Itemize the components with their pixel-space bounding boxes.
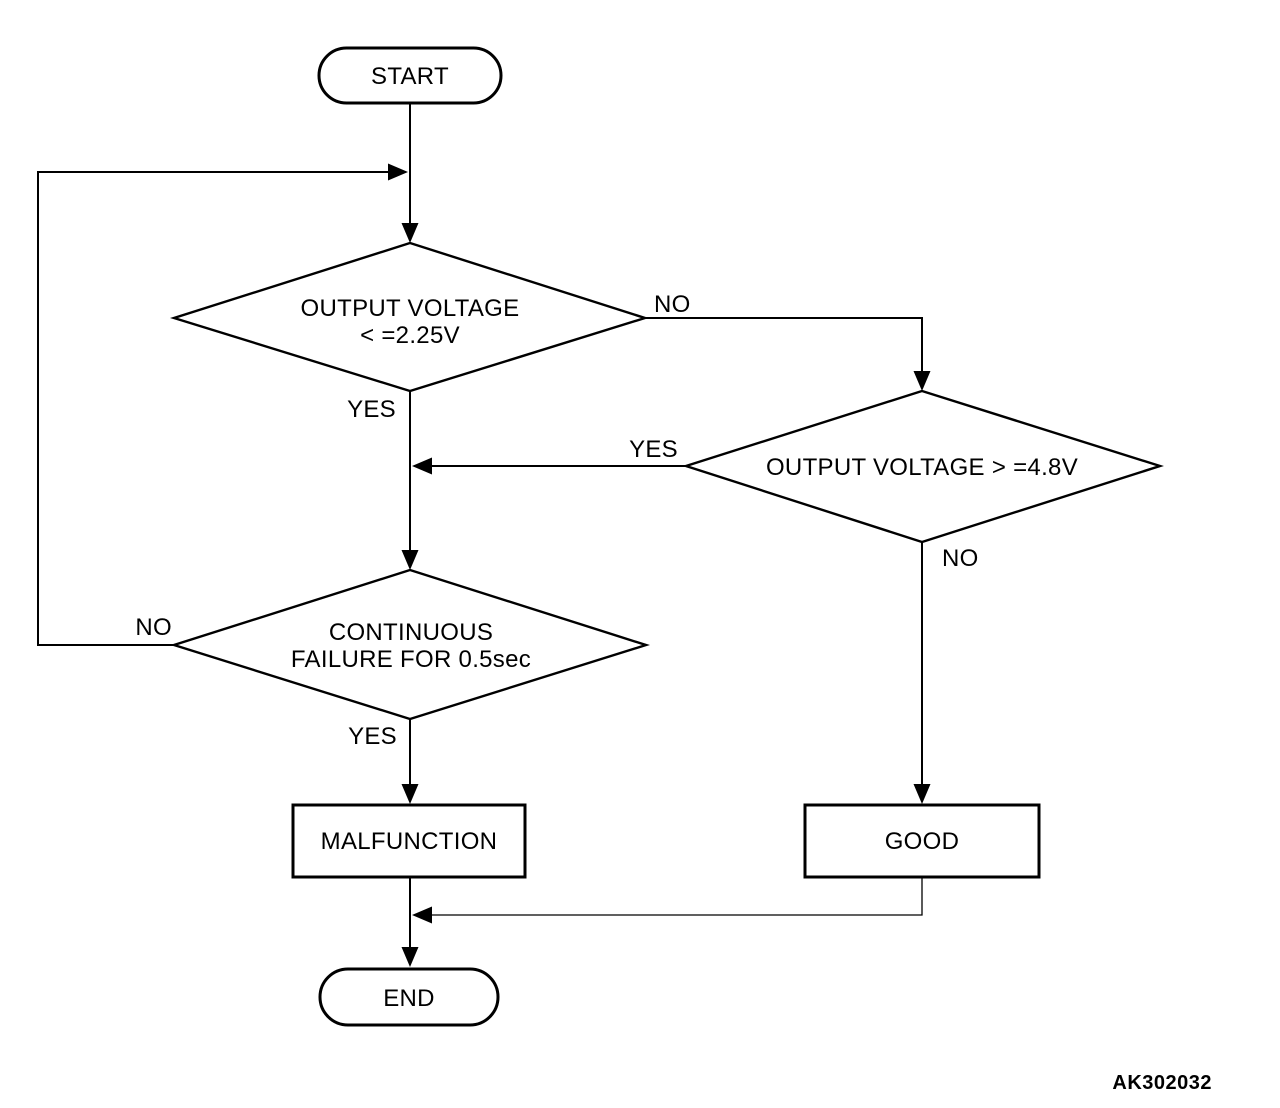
decision2-yes-label: YES xyxy=(629,436,678,463)
decision3-label-line1: CONTINUOUS xyxy=(329,619,493,646)
arrowhead-into-decision3 xyxy=(401,550,419,570)
end-node xyxy=(318,967,500,1027)
decision3-node xyxy=(170,568,650,721)
decision3-label-line2: FAILURE FOR 0.5sec xyxy=(291,646,531,673)
arrowhead-into-good xyxy=(913,784,931,804)
figure-code: AK302032 xyxy=(1112,1072,1212,1094)
decision1-label-line2: < =2.25V xyxy=(360,322,460,349)
decision2-no-label: NO xyxy=(942,545,979,572)
decision1-node xyxy=(169,241,649,393)
decision3-no-label: NO xyxy=(135,614,172,641)
arrowhead-decision2-yes-join xyxy=(412,457,432,475)
arrowhead-into-decision2 xyxy=(913,371,931,391)
decision1-label-line1: OUTPUT VOLTAGE xyxy=(301,295,520,322)
decision1-yes-label: YES xyxy=(347,396,396,423)
start-node xyxy=(317,46,503,105)
good-label: GOOD xyxy=(885,828,960,855)
arrowhead-into-malfunction xyxy=(401,784,419,804)
decision1-no-label: NO xyxy=(654,291,691,318)
good-node xyxy=(803,803,1041,879)
start-label: START xyxy=(371,63,449,90)
malfunction-label: MALFUNCTION xyxy=(321,828,498,855)
decision3-yes-label: YES xyxy=(348,723,397,750)
edge-good-to-end-line xyxy=(432,877,923,916)
edge-decision3-no-loop xyxy=(37,171,389,646)
decision2-node xyxy=(682,389,1164,544)
arrowhead-into-decision1 xyxy=(401,223,419,243)
arrowhead-loop-join xyxy=(388,163,408,181)
malfunction-node xyxy=(291,803,527,879)
edge-decision1-no xyxy=(645,317,923,373)
end-label: END xyxy=(383,985,435,1012)
arrowhead-good-join xyxy=(412,906,432,924)
decision2-label: OUTPUT VOLTAGE > =4.8V xyxy=(766,454,1078,481)
arrowhead-into-end xyxy=(401,947,419,967)
